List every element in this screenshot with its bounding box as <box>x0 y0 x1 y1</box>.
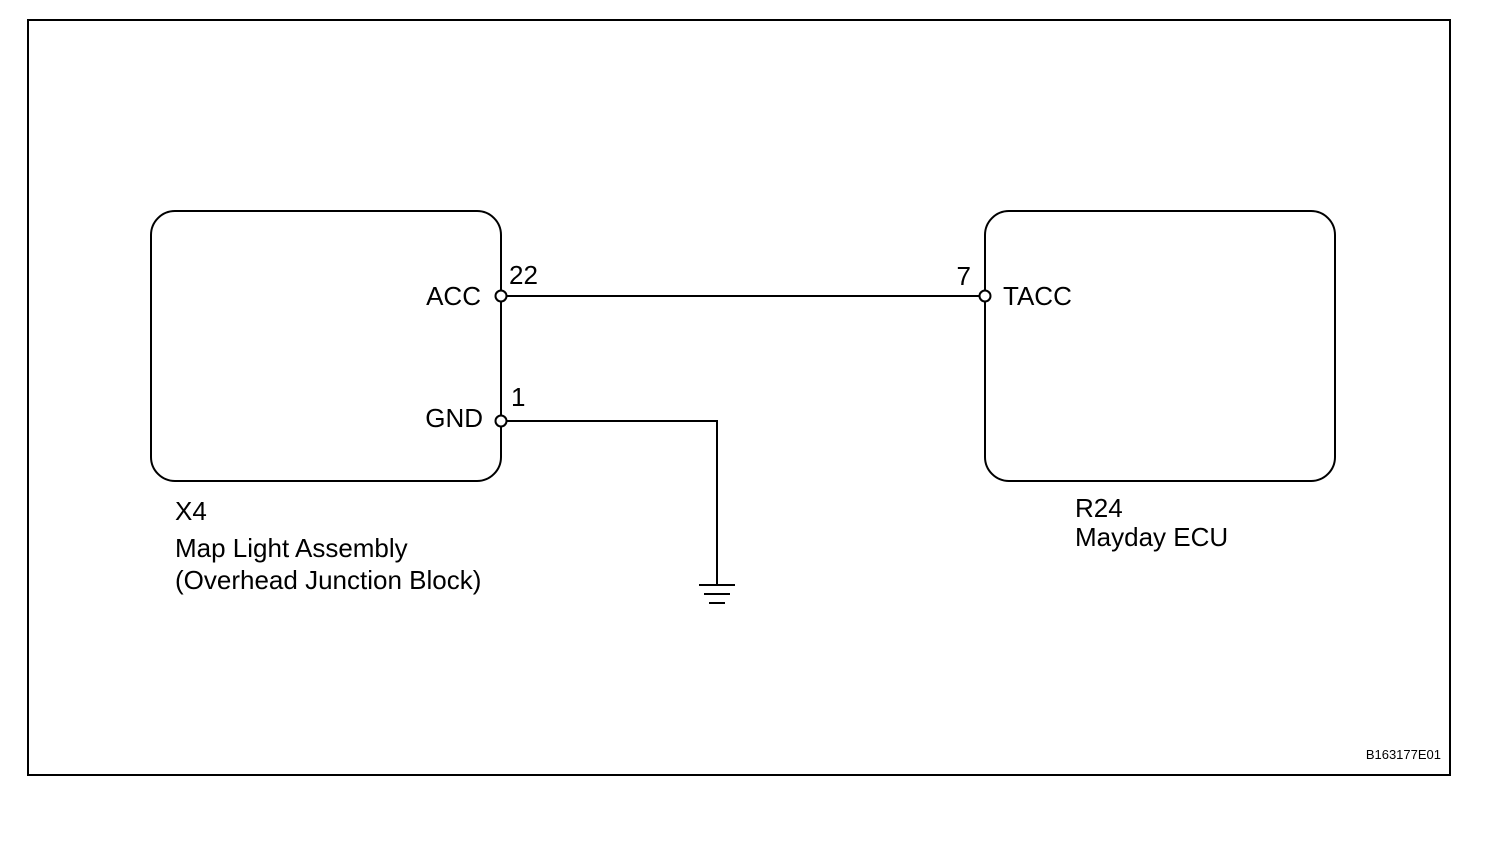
gnd-terminal-icon <box>494 414 508 428</box>
figure-id: B163177E01 <box>1366 747 1441 762</box>
mayday-ecu-box <box>984 210 1336 482</box>
acc-terminal-icon <box>494 289 508 303</box>
gnd-terminal-label: GND <box>425 403 483 433</box>
tacc-terminal-icon <box>978 289 992 303</box>
ground-icon <box>699 584 735 604</box>
tacc-pin-number: 7 <box>957 261 971 291</box>
diagram-frame <box>27 19 1451 776</box>
left-component-subname: (Overhead Junction Block) <box>175 565 481 595</box>
acc-terminal-label: ACC <box>426 281 481 311</box>
tacc-terminal-label: TACC <box>1003 281 1072 311</box>
left-component-name: Map Light Assembly <box>175 533 408 563</box>
right-component-code: R24 <box>1075 493 1123 523</box>
acc-pin-number: 22 <box>509 260 538 290</box>
map-light-assembly-box <box>150 210 502 482</box>
left-component-code: X4 <box>175 496 207 526</box>
right-component-name: Mayday ECU <box>1075 522 1228 552</box>
gnd-pin-number: 1 <box>511 382 525 412</box>
gnd-wire <box>506 420 718 585</box>
